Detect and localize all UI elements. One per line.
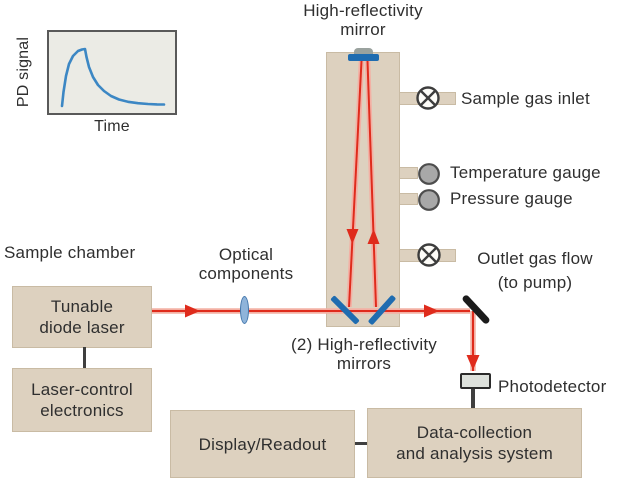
beam-arrow-down-detector: [466, 355, 480, 370]
cavity-mirrors-label: (2) High-reflectivity mirrors: [291, 335, 437, 373]
data-collection-label-line2: and analysis system: [396, 444, 553, 463]
temperature-gauge-icon: [418, 163, 440, 185]
beam-arrow-right-1: [185, 304, 200, 318]
pressure-gauge-label: Pressure gauge: [450, 189, 573, 208]
beam-arrow-right-2: [424, 304, 439, 318]
display-readout-label: Display/Readout: [198, 434, 327, 454]
inset-xlabel: Time: [94, 118, 130, 135]
photodetector-icon: [460, 373, 491, 389]
inlet-valve-icon: [416, 86, 440, 110]
tunable-diode-laser-label-line2: diode laser: [39, 318, 125, 337]
photodetector-lead: [471, 388, 475, 409]
inset-plot: [47, 30, 177, 115]
display-readout-box: Display/Readout: [170, 410, 355, 478]
laser-control-label-line2: electronics: [40, 401, 124, 420]
laser-control-electronics-box: Laser-control electronics: [12, 368, 152, 432]
sample-chamber-label: Sample chamber: [4, 243, 136, 262]
laser-control-label-line1: Laser-control: [31, 380, 133, 399]
outlet-valve-icon: [417, 243, 441, 267]
inset-ylabel: PD signal: [15, 36, 32, 108]
pressure-gauge-stub: [399, 193, 418, 205]
pd-signal-curve: [60, 47, 166, 108]
tunable-diode-laser-label-line1: Tunable: [50, 297, 114, 316]
high-reflectivity-mirror-icon: [348, 54, 379, 61]
data-collection-box: Data-collection and analysis system: [367, 408, 582, 478]
pressure-gauge-icon: [418, 189, 440, 211]
laser-control-connector: [83, 347, 86, 369]
beam-arrow-down-cavity: [346, 229, 359, 244]
cavity-beam-right: [366, 60, 377, 308]
temperature-gauge-stub: [399, 167, 418, 179]
sample-gas-inlet-label: Sample gas inlet: [461, 89, 590, 108]
data-collection-label-line1: Data-collection: [416, 423, 533, 442]
temperature-gauge-label: Temperature gauge: [450, 163, 601, 182]
beam-arrow-up-cavity: [367, 229, 380, 244]
top-mirror-mount: [354, 48, 373, 55]
outlet-gas-flow-label: Outlet gas flow (to pump): [477, 249, 593, 292]
lens-icon: [240, 296, 249, 324]
photodetector-label: Photodetector: [498, 377, 607, 396]
cavity-beam-left: [348, 60, 363, 308]
sample-chamber-body: [326, 52, 400, 327]
top-mirror-label: High-reflectivity mirror: [303, 1, 423, 39]
readout-connector: [353, 442, 369, 445]
optical-components-label: Optical components: [198, 245, 294, 283]
tunable-diode-laser-box: Tunable diode laser: [12, 286, 152, 348]
